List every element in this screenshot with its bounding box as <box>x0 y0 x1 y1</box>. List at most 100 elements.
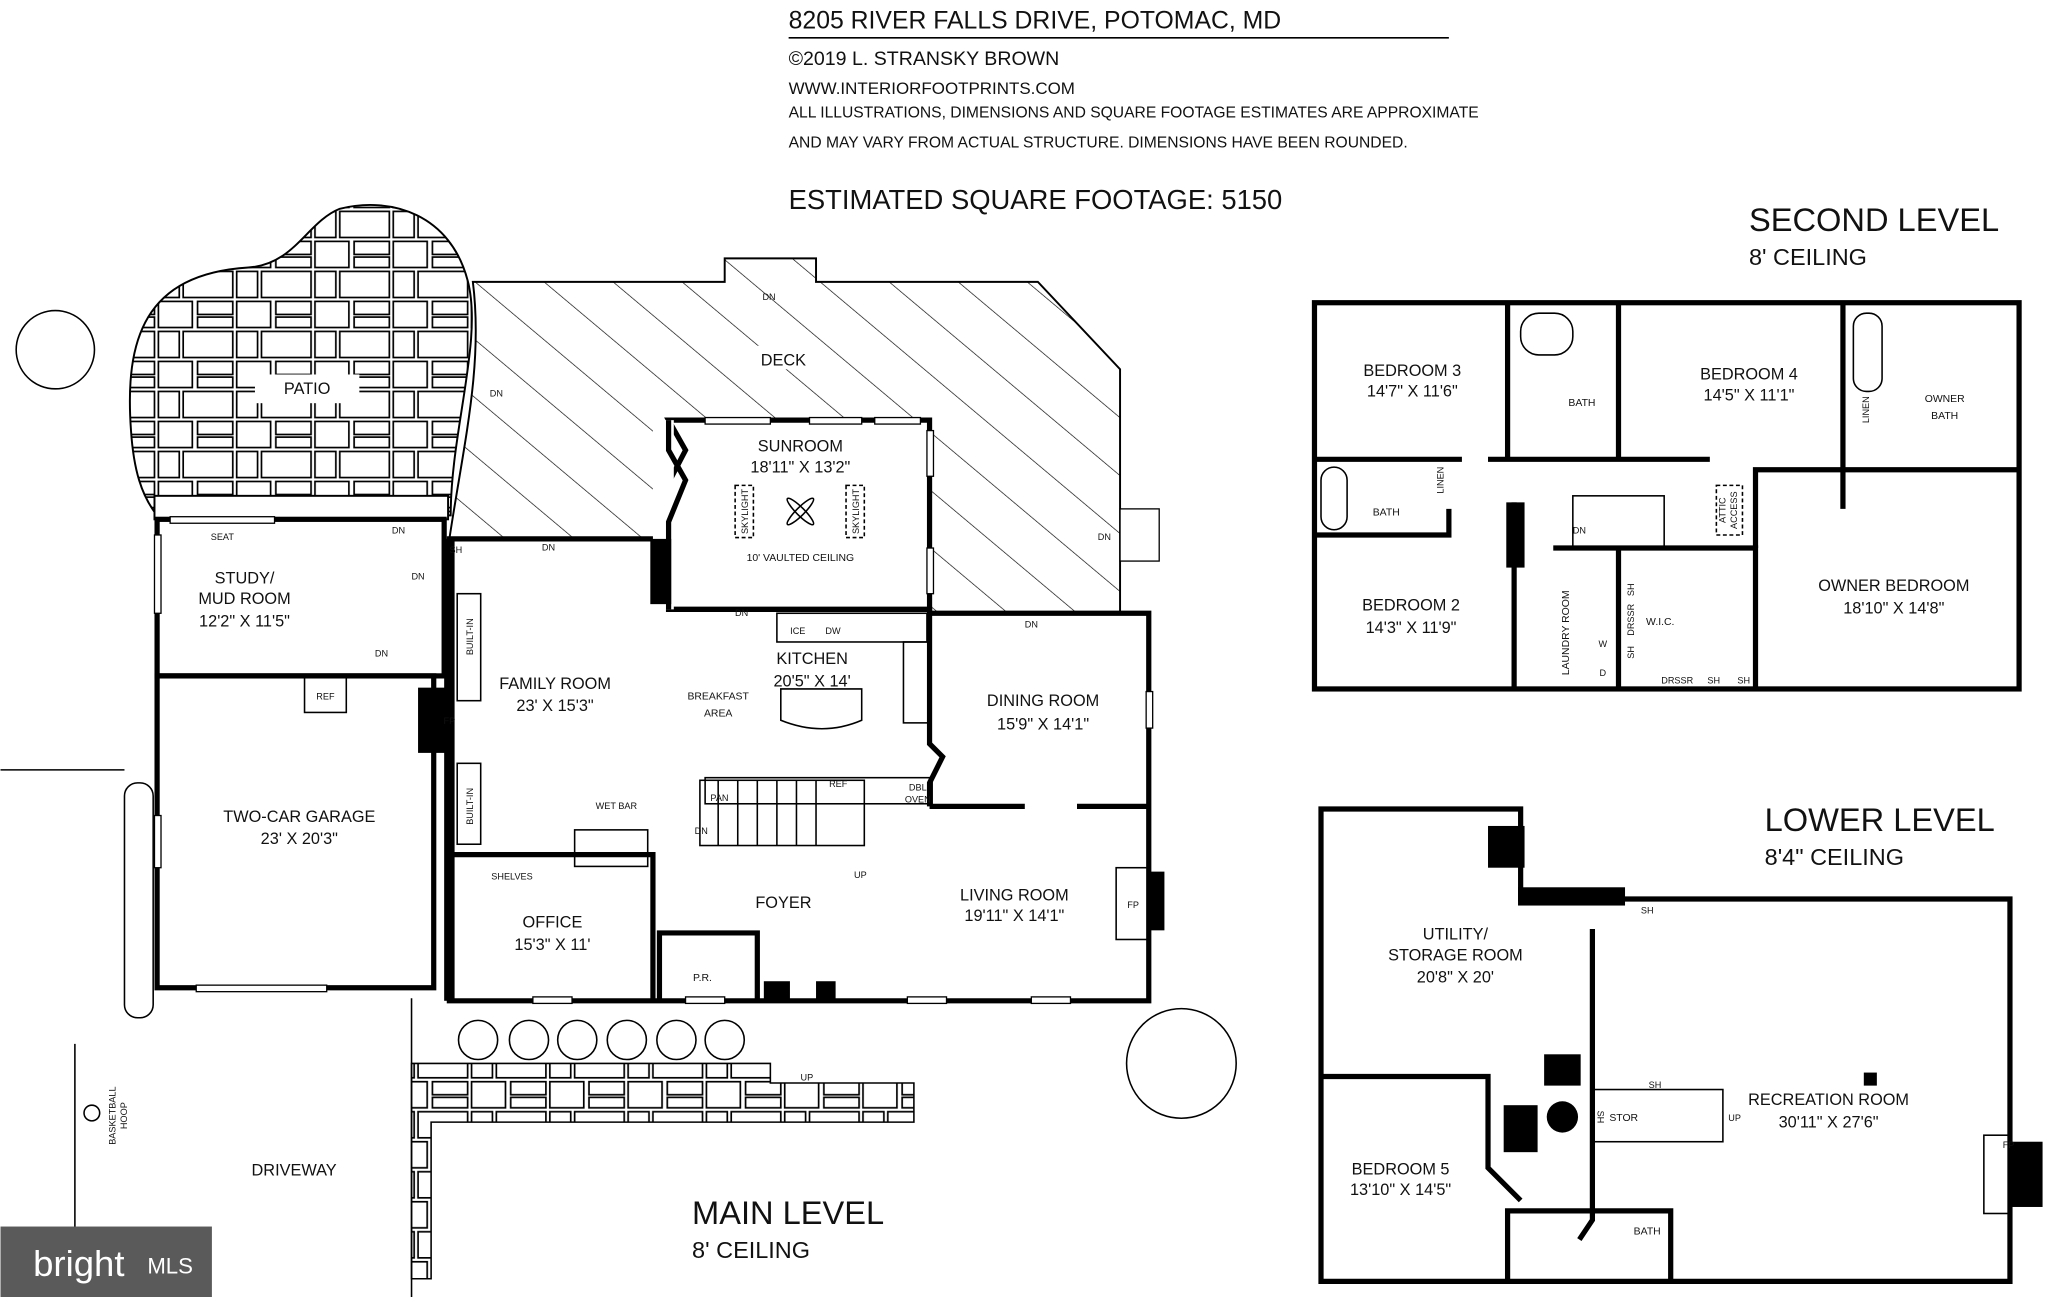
ceiling-fan-icon <box>786 497 815 526</box>
ice-label: ICE <box>790 626 805 636</box>
disclaimer-line1: ALL ILLUSTRATIONS, DIMENSIONS AND SQUARE… <box>789 104 1479 121</box>
skylight-label: SKYLIGHT <box>740 489 750 535</box>
stor-label: STOR <box>1609 1113 1638 1124</box>
vaulted-label: 10' VAULTED CEILING <box>747 553 855 564</box>
washer-label: W <box>1599 639 1608 649</box>
bath-label: BATH <box>1373 507 1400 518</box>
wet-bar <box>573 829 649 868</box>
study-name2: MUD ROOM <box>198 590 290 608</box>
svg-text:DN: DN <box>392 526 405 536</box>
bedroom3-dims: 14'7" X 11'6" <box>1367 383 1458 401</box>
bath-label: BATH <box>1568 398 1595 409</box>
patio-label: PATIO <box>284 380 330 398</box>
bedroom3-name: BEDROOM 3 <box>1363 362 1461 380</box>
owner-bath-label: OWNER <box>1925 394 1965 405</box>
kitchen-counter <box>704 776 933 805</box>
wet-bar-label: WET BAR <box>596 801 638 811</box>
website: WWW.INTERIORFOOTPRINTS.COM <box>789 79 1075 98</box>
square-footage: ESTIMATED SQUARE FOOTAGE: 5150 <box>789 184 1283 215</box>
address: 8205 RIVER FALLS DRIVE, POTOMAC, MD <box>789 8 1282 35</box>
main-level-title: MAIN LEVEL <box>692 1194 884 1231</box>
svg-text:DN: DN <box>542 543 555 553</box>
oven-label: OVEN <box>905 794 931 804</box>
svg-text:MLS: MLS <box>147 1254 193 1279</box>
pantry-label: PAN <box>710 793 728 803</box>
breakfast-label2: AREA <box>704 708 732 719</box>
sh-label: SH <box>1707 676 1720 686</box>
recreation-dims: 30'11" X 27'6" <box>1779 1113 1879 1131</box>
garage-dims: 23' X 20'3" <box>261 830 338 848</box>
second-level-ceiling: 8' CEILING <box>1749 244 1867 270</box>
dn-label: DN <box>1573 526 1586 536</box>
patio <box>128 204 473 517</box>
shrub-row <box>457 1019 746 1061</box>
sh-label: SH <box>1626 583 1636 596</box>
living-room-name: LIVING ROOM <box>960 886 1069 904</box>
svg-text:DN: DN <box>490 389 503 399</box>
svg-text:DN: DN <box>695 826 708 836</box>
cooktop <box>902 641 931 724</box>
garage-name: TWO-CAR GARAGE <box>223 808 375 826</box>
second-level: SECOND LEVEL 8' CEILING BEDROOM 3 14'7" … <box>1311 201 2022 692</box>
drssr-label: DRSSR <box>1626 603 1636 635</box>
basketball-label: BASKETBALL <box>107 1086 117 1144</box>
main-stairs[interactable] <box>699 779 866 847</box>
family-room-dims: 23' X 15'3" <box>516 697 593 715</box>
foyer-label: FOYER <box>755 894 811 912</box>
hedge <box>123 782 154 1019</box>
kitchen-island <box>780 688 863 730</box>
svg-text:DN: DN <box>1025 620 1038 630</box>
svg-text:DN: DN <box>375 648 388 658</box>
dn-labels: DN DN DN DN DN DN DN DN DN DN <box>375 292 1111 836</box>
living-room-dims: 19'11" X 14'1" <box>964 907 1064 925</box>
bedroom4-dims: 14'5" X 11'1" <box>1704 387 1795 405</box>
deck-label: DECK <box>761 351 806 369</box>
kitchen-name: KITCHEN <box>776 650 848 668</box>
bedroom2-dims: 14'3" X 11'9" <box>1366 619 1457 637</box>
family-room-name: FAMILY ROOM <box>499 675 611 693</box>
ref-label: REF <box>829 779 848 789</box>
breakfast-label: BREAKFAST <box>687 691 749 702</box>
laundry-label: LAUNDRY ROOM <box>1561 590 1572 675</box>
up-label: UP <box>1728 1113 1741 1123</box>
svg-text:DN: DN <box>411 571 424 581</box>
owner-bath-label2: BATH <box>1931 411 1958 422</box>
bedroom4-name: BEDROOM 4 <box>1700 366 1798 384</box>
lower-level: LOWER LEVEL 8'4" CEILING UTILITY/ STORAG… <box>1318 801 2043 1284</box>
dbl-label: DBL <box>909 783 927 793</box>
utility-name2: STORAGE ROOM <box>1388 946 1523 964</box>
lower-stairs[interactable] <box>1591 1088 1724 1143</box>
office-name: OFFICE <box>523 914 583 932</box>
linen-label: LINEN <box>1436 467 1446 494</box>
wic-label: W.I.C. <box>1646 617 1674 628</box>
lower-level-ceiling: 8'4" CEILING <box>1765 844 1904 870</box>
fireplace-label: FP <box>444 716 456 726</box>
second-level-stairs[interactable] <box>1572 495 1665 549</box>
deck <box>448 257 1122 615</box>
bedroom5-dims: 13'10" X 14'5" <box>1350 1181 1451 1199</box>
basketball-hoop-icon <box>83 1104 101 1122</box>
drssr-label: DRSSR <box>1661 676 1693 686</box>
up-label: UP <box>854 870 867 880</box>
built-in-label: BUILT-IN <box>465 788 475 825</box>
lower-level-title: LOWER LEVEL <box>1765 801 1995 838</box>
walkway <box>410 1062 915 1280</box>
shelves-label: SHELVES <box>491 871 532 881</box>
header: 8205 RIVER FALLS DRIVE, POTOMAC, MD ©201… <box>788 8 1479 215</box>
sh-label: SH <box>450 545 463 555</box>
sh-label: SH <box>1596 1111 1606 1124</box>
recreation-name: RECREATION ROOM <box>1748 1091 1909 1109</box>
owner-bedroom-dims: 18'10" X 14'8" <box>1843 599 1944 617</box>
tree-icon <box>1125 1007 1237 1120</box>
fireplace-label: FP <box>1127 900 1139 910</box>
tree-icon <box>15 309 96 390</box>
attic-label: ATTIC <box>1717 497 1727 523</box>
built-in-label: BUILT-IN <box>465 618 475 655</box>
sh-label: SH <box>1649 1080 1662 1090</box>
windows <box>153 416 1154 1005</box>
driveway-label: DRIVEWAY <box>252 1162 337 1180</box>
utility-name: UTILITY/ <box>1423 925 1489 943</box>
copyright: ©2019 L. STRANSKY BROWN <box>789 48 1060 70</box>
svg-text:DN: DN <box>1098 532 1111 542</box>
